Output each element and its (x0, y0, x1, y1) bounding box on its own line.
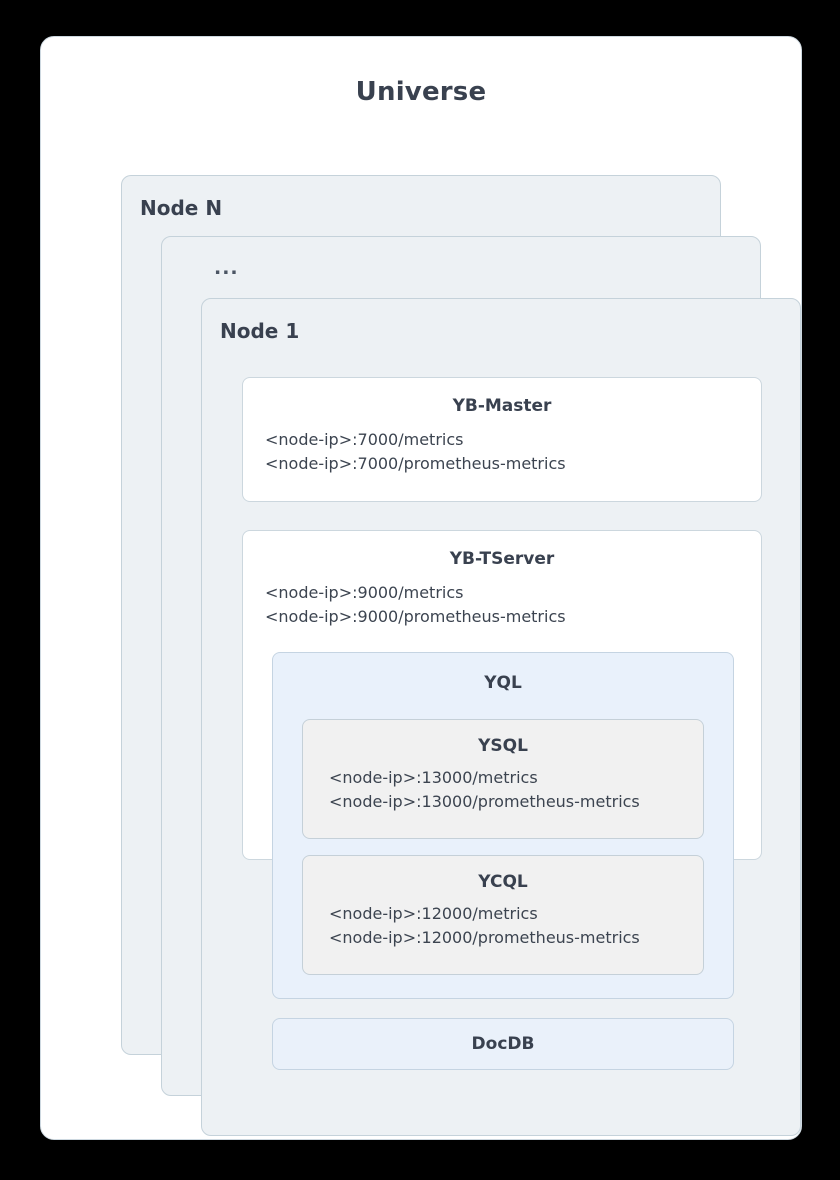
yb-master-box: YB-Master <node-ip>:7000/metrics <node-i… (242, 377, 762, 502)
universe-card: Universe Node N ... Node 1 YB-Master <no… (40, 36, 802, 1140)
docdb-box: DocDB (272, 1018, 734, 1070)
ycql-box: YCQL <node-ip>:12000/metrics <node-ip>:1… (302, 855, 704, 975)
node-card-node-1: Node 1 YB-Master <node-ip>:7000/metrics … (201, 298, 801, 1136)
ysql-box: YSQL <node-ip>:13000/metrics <node-ip>:1… (302, 719, 704, 839)
docdb-title: DocDB (471, 1034, 535, 1054)
node-1-label: Node 1 (220, 319, 300, 343)
ycql-endpoints: <node-ip>:12000/metrics <node-ip>:12000/… (329, 904, 640, 947)
ysql-endpoints: <node-ip>:13000/metrics <node-ip>:13000/… (329, 768, 640, 811)
node-n-label: Node N (140, 196, 223, 220)
yb-tserver-endpoints: <node-ip>:9000/metrics <node-ip>:9000/pr… (265, 583, 566, 626)
yb-master-title: YB-Master (452, 396, 552, 416)
yb-tserver-title: YB-TServer (449, 549, 555, 569)
ysql-title: YSQL (478, 736, 528, 756)
yql-title: YQL (484, 673, 522, 693)
yb-master-endpoints: <node-ip>:7000/metrics <node-ip>:7000/pr… (265, 430, 566, 473)
ycql-title: YCQL (478, 872, 528, 892)
ellipsis-label: ... (214, 257, 239, 279)
page-title: Universe (355, 77, 487, 107)
